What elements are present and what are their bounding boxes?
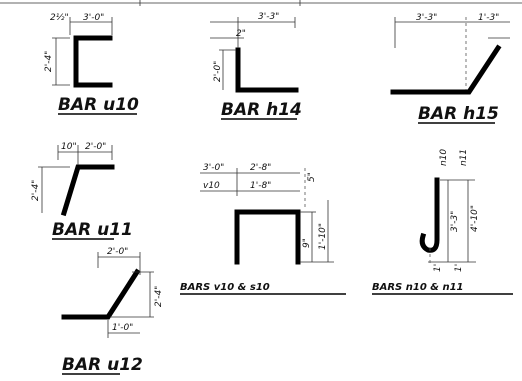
bars-v10-s10-label: BARS v10 & s10 — [180, 282, 270, 293]
bars-n10-n11-h1: 3'-3" — [450, 211, 460, 232]
bars-v10-s10-outer-dim: 1'-10" — [318, 223, 328, 250]
bars-n10-n11-b2: 1' — [454, 264, 464, 272]
bar-u10-height-dim: 2'-4" — [44, 51, 54, 72]
detail-bar-h14: 3'-3" 2" 2'-0" BAR h14 — [210, 12, 302, 120]
bars-v10-s10-shape — [234, 209, 301, 265]
bars-v10-s10-r2a: v10 — [203, 181, 220, 191]
detail-bars-n10-n11: n10 n11 3'-3" 4'-10" 1' 1' BARS n10 & n1… — [372, 149, 513, 295]
bar-u10-top-dim: 3'-0" — [83, 13, 104, 23]
bar-u12-label: BAR u12 — [62, 355, 143, 375]
bars-n10-n11-mark-1: n10 — [439, 149, 449, 166]
bars-n10-n11-h2: 4'-10" — [470, 205, 480, 232]
bar-h15-label: BAR h15 — [418, 104, 499, 124]
bar-u12-bottom-dim: 1'-0" — [112, 323, 133, 333]
bar-u12-top-dim: 2'-0" — [107, 247, 128, 257]
bar-u11-height-dim: 2'-4" — [31, 180, 41, 201]
bar-h14-shape — [235, 47, 299, 93]
bars-n10-n11-b1: 1' — [433, 264, 443, 272]
bar-u11-shape — [60, 164, 115, 217]
bar-u11-leg-dim: 10" — [61, 142, 77, 152]
bar-u12-height-dim: 2'-4" — [154, 286, 164, 307]
detail-bar-u11: 10" 2'-0" 2'-4" BAR u11 — [31, 142, 133, 240]
detail-bar-h15: 3'-3" 1'-3" BAR h15 — [390, 13, 510, 124]
bar-u12-shape — [61, 268, 141, 320]
bar-u11-top-dim: 2'-0" — [85, 142, 106, 152]
bar-h15-right-dim: 1'-3" — [478, 13, 499, 23]
detail-bar-u10: 2½" 3'-0" 2'-4" BAR u10 — [44, 13, 139, 115]
bar-h15-shape — [390, 44, 502, 95]
bar-u11-label: BAR u11 — [52, 220, 133, 240]
detail-bar-u12: 2'-0" 2'-4" 1'-0" BAR u12 — [61, 247, 164, 375]
bars-v10-s10-r1b: 2'-8" — [250, 163, 271, 173]
bars-n10-n11-mark-2: n11 — [459, 149, 469, 166]
bar-u10-leg-dim: 2½" — [50, 13, 69, 23]
bars-v10-s10-side-dim: 5" — [307, 172, 317, 182]
bars-n10-n11-label: BARS n10 & n11 — [372, 282, 464, 293]
bars-v10-s10-r1a: 3'-0" — [203, 163, 224, 173]
bars-v10-s10-inner-dim: 9" — [302, 238, 312, 248]
bar-h14-top-dim: 3'-3" — [258, 12, 279, 22]
bars-v10-s10-r2b: 1'-8" — [250, 181, 271, 191]
detail-bars-v10-s10: 3'-0" 2'-8" v10 1'-8" 5" 9" 1'-10" BARS … — [180, 163, 346, 295]
bar-h14-label: BAR h14 — [221, 100, 302, 120]
bar-h14-sub-dim: 2" — [236, 29, 246, 39]
bar-u10-label: BAR u10 — [58, 95, 139, 115]
bar-u10-shape — [73, 35, 113, 88]
bars-n10-n11-hook-shape — [419, 177, 440, 253]
bar-h14-height-dim: 2'-0" — [213, 61, 223, 82]
bar-h15-top-dim: 3'-3" — [416, 13, 437, 23]
